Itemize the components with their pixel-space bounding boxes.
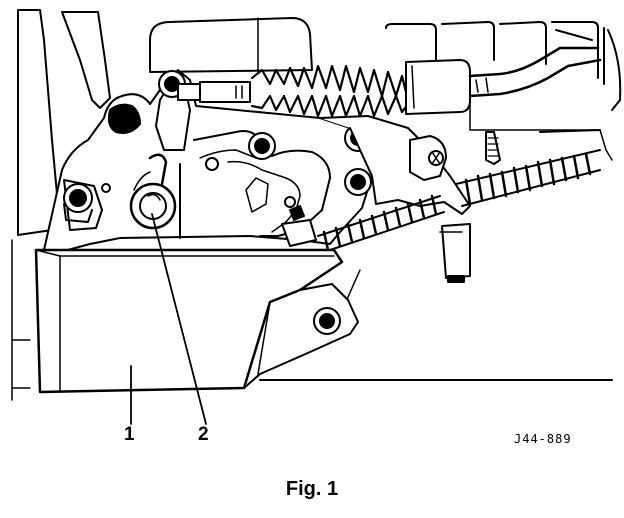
leader-line-2	[151, 213, 207, 425]
reference-code: J44-889	[514, 432, 572, 446]
callout-label-2: 2	[198, 424, 209, 445]
callout-label-1: 1	[124, 424, 135, 445]
corrugated-hose-right	[455, 149, 601, 207]
lower-box	[34, 248, 359, 394]
figure-caption: Fig. 1	[285, 478, 339, 500]
right-bracket	[319, 115, 501, 283]
bolt-left	[63, 183, 93, 223]
bolt-right-lower	[344, 168, 372, 196]
leader-lines	[130, 213, 207, 425]
small-fitting	[281, 205, 317, 247]
bolt-center	[248, 132, 276, 160]
corrugated-hose-left	[317, 194, 445, 253]
cable-assembly	[177, 46, 602, 118]
